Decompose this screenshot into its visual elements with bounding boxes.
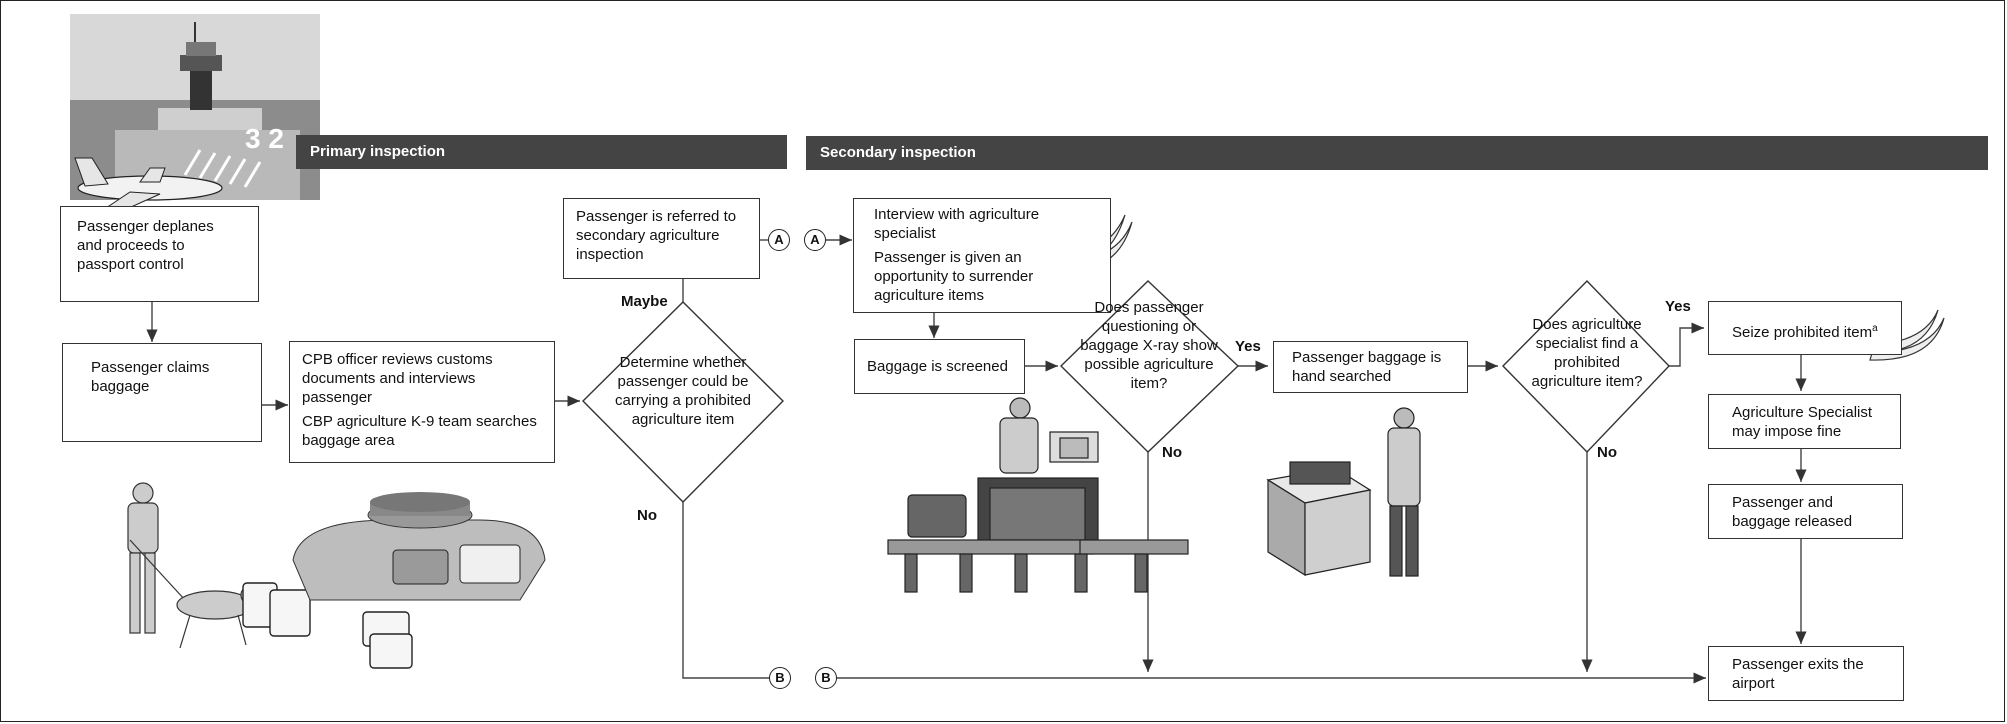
svg-text:3 2: 3 2 — [245, 123, 284, 154]
primary-inspection-header: Primary inspection — [296, 135, 787, 169]
baggage-screened-text: Baggage is screened — [867, 358, 1008, 375]
officer-with-dog-icon — [127, 482, 260, 649]
xray-screening-station-icon — [887, 397, 1189, 593]
find-decision-text: Does agriculture specialist find a prohi… — [1531, 316, 1643, 390]
no-label-xray: No — [1162, 444, 1182, 461]
secondary-inspection-header: Secondary inspection — [806, 136, 1988, 170]
released-text: Passenger and baggage released — [1732, 494, 1853, 530]
suitcase-icon — [242, 582, 413, 669]
connector-a-in: A — [804, 229, 826, 251]
fine-box: Agriculture Specialist may impose fine — [1708, 394, 1901, 449]
seize-text: Seize prohibited item — [1732, 324, 1873, 341]
decision-diamond-determine — [582, 301, 784, 503]
interview-box: Interview with agriculture specialist Pa… — [853, 198, 1111, 313]
no-label-primary: No — [637, 507, 657, 524]
connector-b-in: B — [815, 667, 837, 689]
interview-text: Interview with agriculture specialist — [874, 206, 1040, 242]
hand-search-table-icon — [1266, 407, 1421, 577]
yes-label-xray: Yes — [1235, 338, 1261, 355]
claim-baggage-text: Passenger claims baggage — [91, 359, 210, 395]
deplane-box: Passenger deplanes and proceeds to passp… — [60, 206, 259, 302]
determine-decision-text: Determine whether passenger could be car… — [615, 354, 751, 428]
cbp-review-text: CPB officer reviews customs documents an… — [302, 351, 493, 406]
exits-text: Passenger exits the airport — [1732, 656, 1864, 692]
referred-text: Passenger is referred to secondary agric… — [576, 208, 737, 263]
deplane-text: Passenger deplanes and proceeds to passp… — [77, 218, 214, 273]
hand-searched-text: Passenger baggage is hand searched — [1292, 349, 1442, 385]
airport-tower-icon: 3 2 — [70, 14, 320, 200]
no-label-find: No — [1597, 444, 1617, 461]
xray-decision-text: Does passenger questioning or baggage X-… — [1080, 299, 1218, 392]
decision-diamond-find — [1502, 279, 1670, 454]
surrender-text: Passenger is given an opportunity to sur… — [874, 249, 1034, 304]
line-determine-no-b — [682, 502, 769, 679]
seize-footnote-marker: a — [1872, 323, 1878, 334]
connector-a-out: A — [768, 229, 790, 251]
connector-b-out: B — [769, 667, 791, 689]
decision-diamond-xray — [1060, 280, 1240, 453]
yes-label-find: Yes — [1665, 298, 1691, 315]
exits-box: Passenger exits the airport — [1708, 646, 1904, 701]
baggage-screened-box: Baggage is screened — [854, 339, 1025, 394]
maybe-label: Maybe — [621, 293, 668, 310]
referred-box: Passenger is referred to secondary agric… — [563, 198, 760, 279]
hand-searched-box: Passenger baggage is hand searched — [1273, 341, 1468, 393]
claim-baggage-box: Passenger claims baggage — [62, 343, 262, 442]
baggage-carousel-icon — [292, 492, 546, 601]
released-box: Passenger and baggage released — [1708, 484, 1903, 539]
fine-text: Agriculture Specialist may impose fine — [1732, 404, 1873, 440]
seize-box: Seize prohibited itema — [1708, 301, 1902, 355]
k9-search-text: CBP agriculture K-9 team searches baggag… — [302, 413, 537, 449]
line-find-seize — [1669, 322, 1704, 367]
cbp-review-box: CPB officer reviews customs documents an… — [289, 341, 555, 463]
